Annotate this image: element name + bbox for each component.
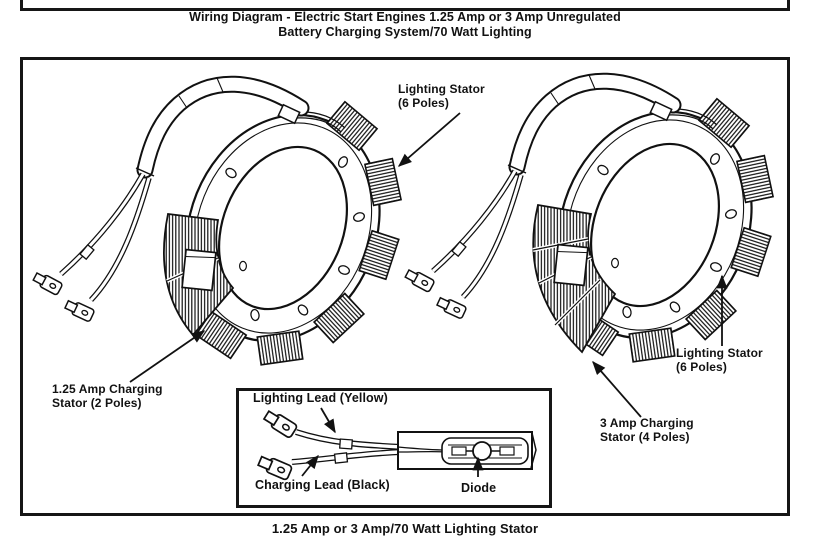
label-line: Stator (2 Poles) [52,395,142,410]
label-line: Lighting Stator [398,82,485,96]
diode-body [441,437,529,465]
label-lighting-stator-left: Lighting Stator (6 Poles) [398,82,485,110]
label-line: (6 Poles) [676,359,727,374]
label-line: 1.25 Amp Charging [52,382,163,396]
label-charging-stator-left: 1.25 Amp Charging Stator (2 Poles) [52,382,163,410]
label-charging-stator-right: 3 Amp Charging Stator (4 Poles) [600,416,694,444]
inset-arrows [301,407,484,477]
label-line: (6 Poles) [398,95,449,110]
figure-title: Wiring Diagram - Electric Start Engines … [20,10,790,40]
inset-lead-illustration [256,407,537,482]
figure-frame [20,57,790,516]
inset-detail-frame [236,388,552,508]
arrow-lighting-lead [320,407,336,434]
label-line: 3 Amp Charging [600,416,694,430]
label-lighting-stator-right: Lighting Stator (6 Poles) [676,346,763,374]
label-lighting-lead: Lighting Lead (Yellow) [253,391,388,405]
arrow-charging-stator-left [129,330,206,383]
arrow-charging-stator-right [592,360,642,418]
previous-figure-frame [20,0,790,11]
label-charging-lead: Charging Lead (Black) [255,478,390,492]
label-line: Lighting Stator [676,346,763,360]
left-stator-illustration [32,78,413,370]
figure-title-line2: Battery Charging System/70 Watt Lighting [278,25,532,39]
arrow-charging-lead [301,454,319,477]
right-stator-illustration [404,75,785,367]
label-line: Stator (4 Poles) [600,429,690,444]
label-diode: Diode [461,481,497,495]
callout-arrows [129,112,728,418]
figure-caption: 1.25 Amp or 3 Amp/70 Watt Lighting Stato… [271,521,539,536]
figure-title-line1: Wiring Diagram - Electric Start Engines … [189,10,621,24]
arrow-lighting-stator-left [397,112,461,167]
